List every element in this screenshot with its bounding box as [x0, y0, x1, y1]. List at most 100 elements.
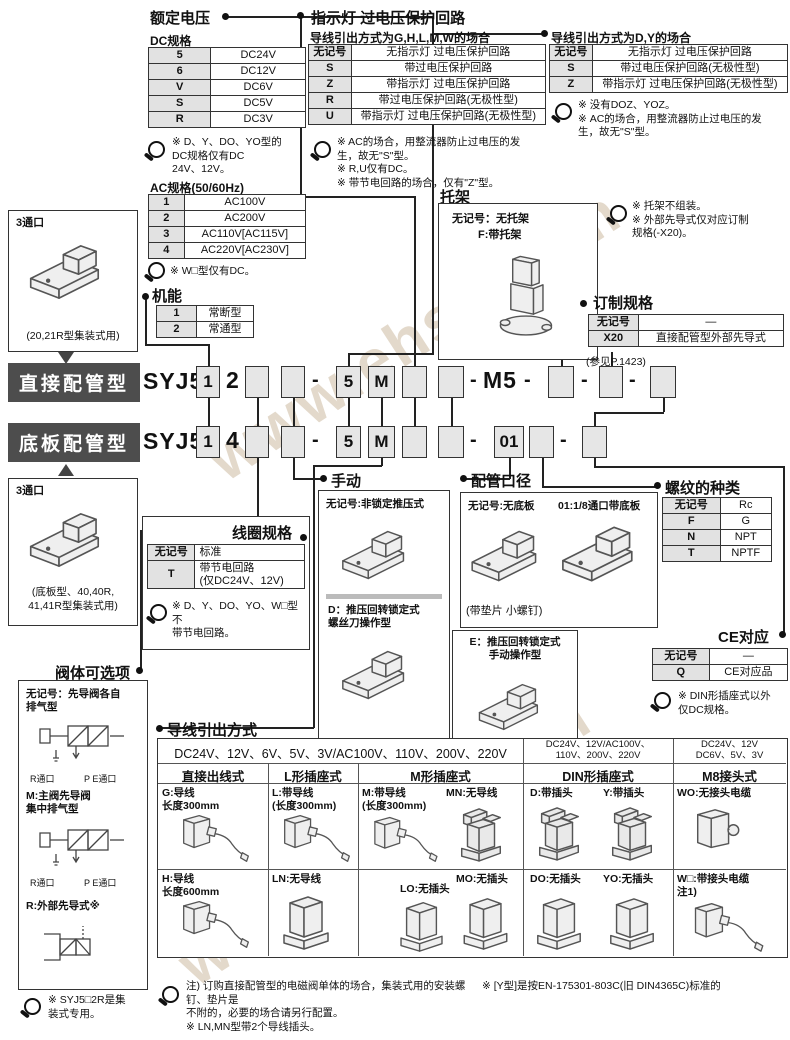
connector-dot — [580, 300, 587, 307]
row2-option-box — [245, 426, 269, 458]
option-desc: CE对应品 — [708, 664, 789, 681]
row1-type-label: 直接配管型 — [8, 363, 140, 402]
wiring-yo-image — [605, 895, 659, 951]
wiring-voltage-group-b: DC24V、12V/AC100V、 110V、200V、220V — [545, 739, 651, 761]
option-desc: DC6V — [210, 79, 306, 96]
port-pe-label: P E通口 — [84, 774, 117, 784]
dash: - — [629, 369, 636, 391]
table-row: 无记号无指示灯 过电压保护回路 — [549, 44, 789, 61]
option-desc: — — [708, 648, 789, 665]
option-code: S — [308, 60, 352, 77]
option-desc: NPT — [719, 529, 773, 546]
option-desc: 标准 — [194, 544, 305, 561]
body-option-title: 阀体可选项 — [55, 665, 131, 682]
option-desc: AC220V[AC230V] — [183, 242, 307, 259]
option-code: 1 — [156, 305, 197, 322]
option-desc: DC3V — [210, 111, 306, 128]
option-code: F — [662, 513, 721, 530]
connector-dot — [460, 475, 467, 482]
option-code: X20 — [588, 330, 639, 347]
option-code: N — [662, 529, 721, 546]
option-code: S — [549, 60, 593, 77]
option-desc: 带指示灯 过电压保护回路(无极性型) — [350, 108, 547, 125]
option-code: T — [146, 559, 196, 590]
ce-note: ※ DIN形插座式以外 仅DC规格。 — [678, 690, 771, 716]
connector-line — [432, 33, 542, 35]
pneumatic-schematic — [26, 820, 130, 876]
connector-dot — [320, 475, 327, 482]
magnifier-icon — [310, 141, 332, 163]
dash: - — [470, 369, 477, 391]
body-option-m-label: M:主阀先导阀 集中排气型 — [26, 790, 91, 816]
wiring-col-m8: M8接头式 — [702, 770, 757, 784]
custom-spec-ref: (参见P.1423) — [586, 356, 646, 368]
manual-none-label: 无记号:非锁定推压式 — [326, 498, 424, 510]
magnifier-icon — [144, 141, 166, 163]
port3-top-caption: (20,21R型集装式用) — [26, 330, 120, 342]
dash: - — [470, 429, 477, 451]
row2-option-box — [281, 426, 305, 458]
option-desc: DC5V — [210, 95, 306, 112]
rated-voltage-title: 额定电压 — [150, 10, 211, 27]
option-desc: DC12V — [210, 63, 306, 80]
wiring-l-label: L:带导线 (长度300mm) — [272, 787, 337, 813]
option-desc: 带过电压保护回路 — [350, 60, 547, 77]
connector-dot — [654, 482, 661, 489]
thread-title: 螺纹的种类 — [665, 480, 741, 497]
table-row: 无记号标准 — [146, 544, 305, 561]
port-r-label: R通口 — [30, 878, 55, 888]
pointer-triangle — [58, 352, 74, 364]
connector-dot — [297, 12, 304, 19]
connector-line — [348, 353, 350, 366]
wiring-y-image — [605, 801, 659, 863]
row2-digit-piping: 4 — [226, 427, 240, 453]
port3-bottom-label: 3通口 — [16, 485, 45, 497]
wiring-h-label: H:导线 长度600mm — [162, 873, 220, 899]
wiring-d-image — [532, 801, 586, 863]
wiring-mn-image — [454, 803, 508, 863]
wiring-m-image — [364, 815, 442, 863]
port-size-01-image — [554, 518, 654, 590]
option-code: T — [662, 545, 721, 562]
option-desc: 带过电压保护回路(无极性型) — [350, 92, 547, 109]
wiring-mo-image — [458, 895, 513, 951]
option-desc: 无指示灯 过电压保护回路 — [350, 44, 547, 61]
external-pilot-symbol — [38, 924, 122, 970]
row1-voltage-box: 5 — [336, 366, 361, 398]
option-code: 无记号 — [308, 44, 352, 61]
option-desc: NPTF — [719, 545, 773, 562]
connector-dot — [541, 30, 548, 37]
option-code: 无记号 — [652, 648, 710, 665]
option-desc: Rc — [719, 497, 773, 514]
option-desc: 带指示灯 过电压保护回路(无极性型) — [591, 76, 789, 93]
manual-e-image — [472, 678, 556, 736]
magnifier-icon — [158, 986, 180, 1008]
wiring-wo-image — [688, 805, 746, 859]
bracket-f-label: F:带托架 — [478, 229, 522, 241]
option-code: V — [147, 79, 212, 96]
body-option-note: ※ SYJ5□2R是集 装式专用。 — [48, 994, 126, 1020]
manual-d-label: D：推压回转锁定式 螺丝刀操作型 — [328, 604, 420, 630]
option-code: 2 — [148, 210, 185, 227]
option-desc: 带指示灯 过电压保护回路 — [350, 76, 547, 93]
connector-line — [300, 196, 414, 198]
connector-line — [145, 298, 147, 344]
ac-spec-caption: AC规格(50/60Hz) — [150, 181, 245, 195]
indicator-dy-note: ※ 没有DOZ、YOZ。 ※ AC的场合，用整流器防止过电压的发 生，故无"S"… — [578, 99, 762, 139]
magnifier-icon — [144, 262, 166, 284]
bracket-title: 托架 — [440, 189, 471, 206]
valve-image — [22, 238, 120, 306]
option-desc: 带节电回路 (仅DC24V、12V) — [194, 559, 305, 590]
option-code: 无记号 — [146, 544, 196, 561]
magnifier-icon — [650, 692, 672, 714]
option-desc: AC110V[AC115V] — [183, 226, 307, 243]
